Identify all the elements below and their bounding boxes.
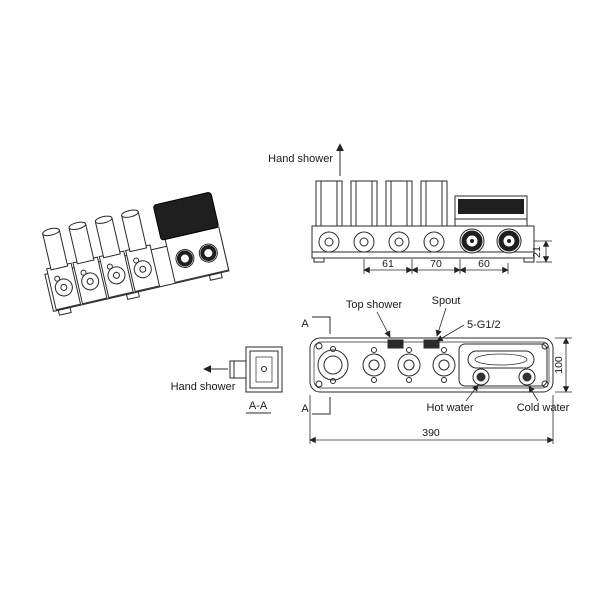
section-mark-bottom-label: A — [301, 403, 309, 415]
iso-valve-unit — [94, 215, 134, 299]
front-valve-seat — [318, 231, 445, 253]
plan-threaded-port — [423, 339, 440, 349]
plan-view — [309, 316, 554, 415]
front-diverter-dark-cap — [458, 199, 524, 214]
front-dimensions — [363, 240, 552, 274]
plan-hot-water-port — [472, 368, 490, 386]
front-valve-stem — [315, 180, 343, 227]
front-valve-stem — [350, 180, 378, 227]
label-cold-water: Cold water — [517, 402, 570, 414]
iso-foot — [125, 291, 140, 301]
dim-pitch-3: 60 — [478, 258, 490, 270]
dim-body-depth: 100 — [553, 356, 565, 374]
plan-diverter-block — [458, 343, 548, 387]
plan-valve — [397, 347, 421, 383]
label-hot-water: Hot water — [426, 402, 473, 414]
section-title-label: A-A — [249, 400, 268, 412]
plan-threaded-port — [387, 339, 404, 349]
plan-cold-water-port — [518, 368, 536, 386]
front-foot — [523, 257, 535, 263]
plan-corner-screw — [541, 342, 549, 350]
plan-corner-screw — [541, 380, 549, 388]
plan-leaders — [376, 307, 539, 402]
front-outlet-port — [496, 228, 522, 254]
front-outlet-port — [459, 228, 485, 254]
dim-pitch-2: 70 — [430, 258, 442, 270]
iso-valve-unit — [42, 227, 82, 311]
label-spout: Spout — [432, 295, 461, 307]
front-foot — [313, 257, 325, 263]
front-diverter-block — [454, 195, 528, 227]
section-mark-line-top — [312, 316, 331, 334]
section-mark-top-label: A — [301, 318, 309, 330]
section-mark-line-bottom — [312, 397, 331, 415]
iso-valve-unit — [68, 221, 108, 305]
front-view — [311, 143, 535, 263]
iso-foot — [208, 272, 223, 281]
plan-hand-shower-valve — [317, 346, 349, 384]
plan-valve — [362, 347, 386, 383]
dim-pitch-1: 61 — [382, 258, 394, 270]
iso-foot — [57, 306, 72, 316]
section-view — [203, 346, 283, 414]
isometric-view — [42, 192, 230, 316]
label-top-shower: Top shower — [346, 299, 403, 311]
iso-diverter-unit — [153, 192, 230, 283]
iso-diverter-dark-cap — [153, 192, 219, 241]
label-hand-shower-plan: Hand shower — [171, 381, 236, 393]
dim-body-length: 390 — [422, 427, 440, 439]
iso-valve-unit — [121, 209, 161, 293]
front-valve-stem — [385, 180, 413, 227]
plan-dimensions — [309, 337, 572, 444]
plan-corner-screw — [315, 380, 323, 388]
plan-valve — [432, 347, 456, 383]
label-hand-shower-front: Hand shower — [268, 153, 333, 165]
plan-corner-screw — [315, 342, 323, 350]
label-thread-spec: 5-G1/2 — [467, 319, 501, 331]
dim-outlet-height: 21 — [531, 246, 543, 258]
front-valve-stem — [420, 180, 448, 227]
